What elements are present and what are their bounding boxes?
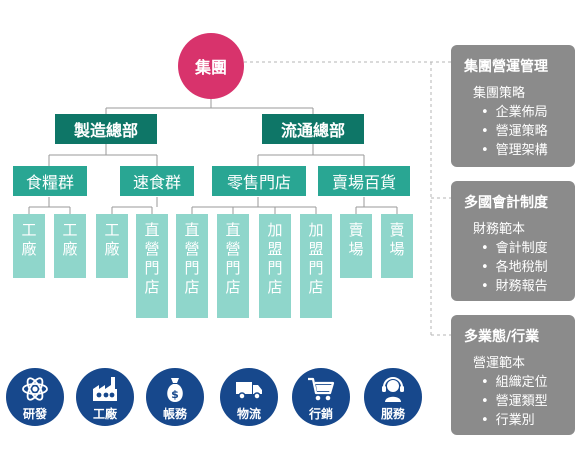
group-label: 食糧群 <box>25 173 74 192</box>
function-rnd: 研發 <box>6 368 64 426</box>
atom-icon <box>22 377 48 401</box>
svg-text:$: $ <box>171 388 179 401</box>
info-box-title: 集團營運管理 <box>464 59 548 75</box>
division-label: 流通總部 <box>280 121 345 140</box>
leaf-char: 工 <box>104 221 120 239</box>
info-box-subtitle: 營運範本 <box>473 356 526 371</box>
function-marketing: 行銷 <box>292 368 350 426</box>
leaf-char: 賣 <box>348 221 364 239</box>
leaf-char: 門 <box>184 259 200 277</box>
leaf-char: 工 <box>62 221 78 239</box>
info-box-subtitle: 財務範本 <box>473 222 526 237</box>
leaf-char: 直 <box>144 221 160 239</box>
function-label: 帳務 <box>162 407 187 421</box>
leaf-char: 營 <box>225 240 241 258</box>
function-service: 服務 <box>364 368 422 426</box>
leaf-node-direct-store: 直 營 門 店 <box>136 214 168 318</box>
shopping-cart-icon <box>308 377 335 401</box>
leaf-char: 店 <box>267 278 283 296</box>
leaf-node-factory: 工 廠 <box>13 214 45 278</box>
group-node-malls: 賣場百貨 <box>318 166 410 196</box>
info-box-item: 財務報告 <box>481 277 575 296</box>
leaf-char: 門 <box>225 259 241 277</box>
leaf-node-franchise-store: 加 盟 門 店 <box>259 214 291 318</box>
info-box-group-operations: 集團營運管理 集團策略 企業佈局 營運策略 管理架構 <box>451 45 575 167</box>
division-node-manufacturing: 製造總部 <box>55 114 157 144</box>
leaf-char: 加 <box>308 221 324 239</box>
leaf-char: 店 <box>225 278 241 296</box>
leaf-char: 場 <box>389 240 405 258</box>
function-label: 物流 <box>236 407 261 421</box>
info-box-item: 營運策略 <box>481 122 575 141</box>
leaf-char: 場 <box>348 240 364 258</box>
function-accounting: $ 帳務 <box>146 368 204 426</box>
info-box-list: 企業佈局 營運策略 管理架構 <box>451 103 575 160</box>
info-box-list: 會計制度 各地稅制 財務報告 <box>451 239 575 296</box>
division-node-distribution: 流通總部 <box>262 114 364 144</box>
info-box-item: 各地稅制 <box>481 258 575 277</box>
info-box-item: 組織定位 <box>481 373 575 392</box>
leaf-node-direct-store: 直 營 門 店 <box>176 214 208 318</box>
leaf-char: 盟 <box>267 240 283 258</box>
factory-icon <box>93 377 117 401</box>
leaf-node-mall: 賣 場 <box>381 214 413 278</box>
leaf-char: 店 <box>308 278 324 296</box>
leaf-char: 營 <box>184 240 200 258</box>
group-node-fast-food: 速食群 <box>120 166 194 196</box>
root-node-label: 集團 <box>194 58 227 77</box>
leaf-node-mall: 賣 場 <box>340 214 372 278</box>
money-bag-icon: $ <box>167 378 183 402</box>
group-label: 速食群 <box>132 173 181 192</box>
info-box-title: 多國會計制度 <box>464 195 548 211</box>
group-label: 零售門店 <box>226 173 291 192</box>
function-label: 行銷 <box>308 407 333 421</box>
function-label: 研發 <box>22 407 47 421</box>
root-node-group: 集團 <box>178 33 244 99</box>
truck-icon <box>236 382 262 400</box>
group-node-retail-stores: 零售門店 <box>212 166 306 196</box>
leaf-node-factory: 工 廠 <box>96 214 128 278</box>
leaf-char: 賣 <box>389 221 405 239</box>
leaf-char: 店 <box>144 278 160 296</box>
leaf-char: 直 <box>184 221 200 239</box>
leaf-node-direct-store: 直 營 門 店 <box>217 214 249 318</box>
leaf-char: 廠 <box>21 240 37 258</box>
leaf-char: 廠 <box>62 240 78 258</box>
leaf-char: 門 <box>308 259 324 277</box>
function-label: 服務 <box>380 407 405 421</box>
info-box-title: 多業態/行業 <box>464 329 540 345</box>
leaf-node-factory: 工 廠 <box>54 214 86 278</box>
leaf-char: 盟 <box>308 240 324 258</box>
info-box-item: 行業別 <box>481 411 575 430</box>
info-box-item: 會計制度 <box>481 239 575 258</box>
leaf-char: 店 <box>184 278 200 296</box>
info-box-list: 組織定位 營運類型 行業別 <box>451 373 575 430</box>
group-node-food-staples: 食糧群 <box>13 166 87 196</box>
leaf-char: 門 <box>267 259 283 277</box>
info-box-item: 企業佈局 <box>481 103 575 122</box>
leaf-char: 門 <box>144 259 160 277</box>
function-logistics: 物流 <box>220 368 278 426</box>
leaf-node-franchise-store: 加 盟 門 店 <box>300 214 332 318</box>
division-label: 製造總部 <box>73 121 138 140</box>
info-box-subtitle: 集團策略 <box>473 86 526 101</box>
leaf-char: 加 <box>267 221 283 239</box>
info-box-item: 營運類型 <box>481 392 575 411</box>
headset-agent-icon <box>382 377 404 402</box>
info-box-accounting: 多國會計制度 財務範本 會計制度 各地稅制 財務報告 <box>451 181 575 301</box>
leaf-char: 營 <box>144 240 160 258</box>
leaf-char: 工 <box>21 221 37 239</box>
info-box-item: 管理架構 <box>481 141 575 160</box>
leaf-char: 直 <box>225 221 241 239</box>
leaf-char: 廠 <box>104 240 120 258</box>
info-box-industries: 多業態/行業 營運範本 組織定位 營運類型 行業別 <box>451 315 575 435</box>
group-label: 賣場百貨 <box>331 173 396 192</box>
function-factory: 工廠 <box>76 368 134 426</box>
function-label: 工廠 <box>92 407 117 421</box>
